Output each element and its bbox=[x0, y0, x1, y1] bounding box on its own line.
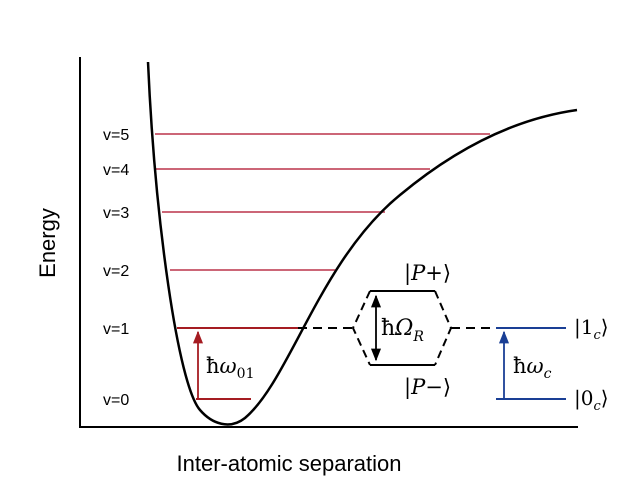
omega-symbol: ω bbox=[220, 354, 237, 378]
level-label-v5: v=5 bbox=[103, 127, 129, 144]
level-label-v0: v=0 bbox=[103, 392, 129, 409]
level-label-v4: v=4 bbox=[103, 162, 129, 179]
potential-energy-curve bbox=[146, 61, 578, 426]
x-axis-label: Inter-atomic separation bbox=[177, 451, 402, 476]
level-label-v2: v=2 bbox=[103, 263, 129, 280]
subscript-01: 01 bbox=[237, 366, 255, 382]
subscript-c: c bbox=[544, 366, 552, 382]
y-axis-label: Energy bbox=[35, 208, 60, 278]
level-label-v3: v=3 bbox=[103, 205, 129, 222]
rabi-splitting-label: ħΩR bbox=[381, 316, 424, 345]
omega-capital-symbol: Ω bbox=[394, 316, 413, 341]
cavity-excited-label: |1c⟩ bbox=[574, 315, 609, 343]
molecular-transition-label: ħω01 bbox=[206, 354, 254, 382]
polariton-splitting-dashes bbox=[351, 290, 453, 366]
subscript-r: R bbox=[412, 329, 424, 345]
cavity-ground-label: |0c⟩ bbox=[574, 386, 609, 414]
hbar-symbol: ħ bbox=[381, 316, 395, 341]
omega-symbol: ω bbox=[527, 354, 544, 378]
level-label-v1: v=1 bbox=[103, 321, 129, 338]
hbar-symbol: ħ bbox=[206, 354, 220, 378]
cavity-transition-label: ħωc bbox=[513, 354, 552, 382]
upper-polariton-label: |P+⟩ bbox=[404, 261, 451, 286]
lower-polariton-label: |P−⟩ bbox=[404, 375, 451, 400]
hbar-symbol: ħ bbox=[513, 354, 527, 378]
